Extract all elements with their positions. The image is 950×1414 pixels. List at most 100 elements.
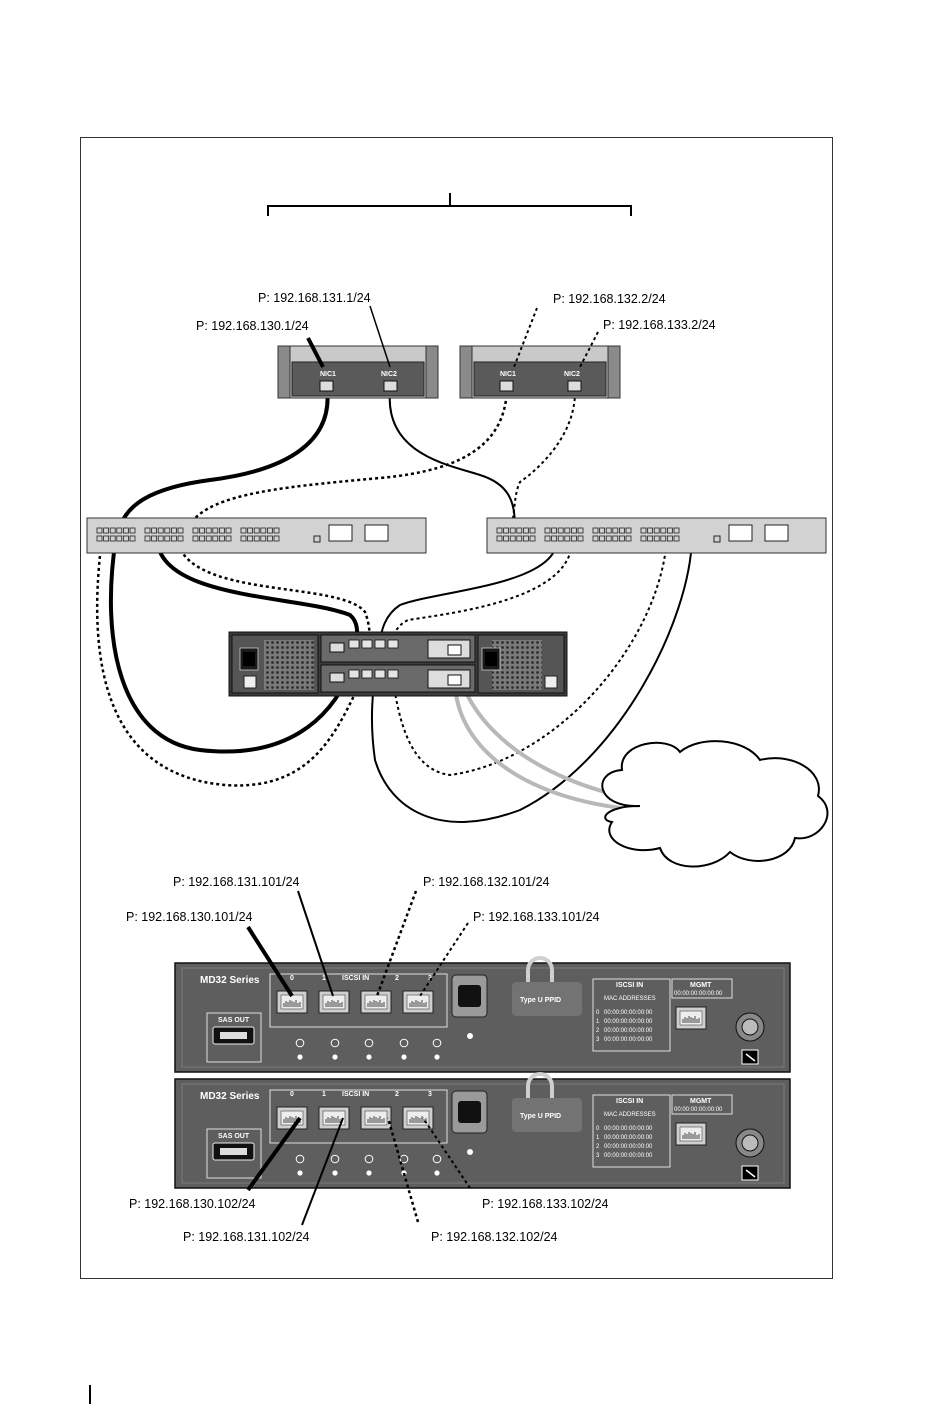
switch-port[interactable] [647, 527, 653, 534]
switch-port[interactable] [103, 535, 109, 542]
h1-nic1-port[interactable] [319, 380, 334, 392]
switch-port[interactable] [619, 527, 625, 534]
switch-port[interactable] [571, 527, 577, 534]
switch-port[interactable] [625, 527, 632, 534]
switch-port[interactable] [564, 535, 571, 542]
switch-port[interactable] [109, 527, 116, 534]
switch-port[interactable] [116, 527, 123, 534]
switch-port[interactable] [240, 535, 247, 542]
h2-nic2-port[interactable] [567, 380, 582, 392]
switch-port[interactable] [509, 527, 516, 534]
c2-mgmt-port[interactable] [675, 1122, 707, 1146]
switch-port[interactable] [144, 535, 151, 542]
switch-port[interactable] [529, 535, 536, 542]
switch-port[interactable] [212, 527, 219, 534]
switch-port[interactable] [599, 527, 605, 534]
switch-port[interactable] [192, 527, 199, 534]
switch-port[interactable] [640, 527, 647, 534]
switch-port[interactable] [266, 535, 273, 542]
switch-port[interactable] [516, 535, 523, 542]
switch-port[interactable] [592, 535, 599, 542]
switch-port[interactable] [164, 535, 171, 542]
switch-port[interactable] [247, 527, 254, 534]
switch-port[interactable] [551, 535, 557, 542]
switch-port[interactable] [660, 527, 667, 534]
array-iscsi-port[interactable] [374, 669, 386, 679]
switch-port[interactable] [577, 535, 584, 542]
switch-port[interactable] [612, 535, 619, 542]
switch-port[interactable] [619, 535, 625, 542]
switch-port[interactable] [260, 527, 267, 534]
switch-port[interactable] [647, 535, 653, 542]
switch-port[interactable] [503, 535, 510, 542]
array-iscsi-port[interactable] [361, 639, 373, 649]
array-iscsi-port[interactable] [348, 669, 360, 679]
switch-port[interactable] [496, 527, 503, 534]
switch-port[interactable] [129, 527, 136, 534]
switch-port[interactable] [503, 527, 510, 534]
h2-nic1-port[interactable] [499, 380, 514, 392]
switch-port[interactable] [260, 535, 267, 542]
switch-port[interactable] [599, 535, 605, 542]
switch-port[interactable] [273, 527, 280, 534]
switch-port[interactable] [273, 535, 280, 542]
switch-port[interactable] [551, 527, 557, 534]
switch-port[interactable] [205, 535, 212, 542]
switch-port[interactable] [592, 527, 599, 534]
switch-port[interactable] [151, 535, 158, 542]
switch-port[interactable] [253, 527, 260, 534]
switch-port[interactable] [660, 535, 667, 542]
switch-port[interactable] [673, 527, 680, 534]
switch-port[interactable] [212, 535, 219, 542]
switch-port[interactable] [218, 527, 225, 534]
switch-port[interactable] [170, 527, 177, 534]
switch-port[interactable] [557, 527, 564, 534]
switch-port[interactable] [571, 535, 577, 542]
switch-port[interactable] [544, 535, 551, 542]
switch-port[interactable] [667, 527, 673, 534]
switch-port[interactable] [564, 527, 571, 534]
c2-iscsi-port-2[interactable] [360, 1106, 392, 1130]
switch-port[interactable] [151, 527, 158, 534]
switch-port[interactable] [523, 527, 529, 534]
switch-port[interactable] [157, 527, 164, 534]
switch-port[interactable] [653, 535, 660, 542]
array-iscsi-port[interactable] [361, 669, 373, 679]
switch-port[interactable] [247, 535, 254, 542]
switch-port[interactable] [123, 535, 129, 542]
switch-port[interactable] [205, 527, 212, 534]
switch-2-ports[interactable] [496, 527, 680, 542]
switch-port[interactable] [225, 535, 232, 542]
array-iscsi-port[interactable] [374, 639, 386, 649]
array-iscsi-port[interactable] [387, 669, 399, 679]
switch-port[interactable] [612, 527, 619, 534]
switch-port[interactable] [177, 535, 184, 542]
switch-port[interactable] [509, 535, 516, 542]
switch-port[interactable] [225, 527, 232, 534]
switch-port[interactable] [496, 535, 503, 542]
switch-port[interactable] [96, 527, 103, 534]
switch-port[interactable] [516, 527, 523, 534]
switch-port[interactable] [129, 535, 136, 542]
switch-port[interactable] [199, 535, 206, 542]
switch-port[interactable] [605, 527, 612, 534]
switch-port[interactable] [116, 535, 123, 542]
switch-port[interactable] [253, 535, 260, 542]
switch-port[interactable] [625, 535, 632, 542]
switch-port[interactable] [557, 535, 564, 542]
switch-port[interactable] [653, 527, 660, 534]
switch-port[interactable] [123, 527, 129, 534]
switch-port[interactable] [266, 527, 273, 534]
switch-port[interactable] [544, 527, 551, 534]
switch-port[interactable] [157, 535, 164, 542]
c1-iscsi-port-3[interactable] [402, 990, 434, 1014]
switch-port[interactable] [667, 535, 673, 542]
switch-port[interactable] [523, 535, 529, 542]
switch-port[interactable] [218, 535, 225, 542]
switch-port[interactable] [177, 527, 184, 534]
switch-port[interactable] [577, 527, 584, 534]
switch-port[interactable] [144, 527, 151, 534]
switch-port[interactable] [170, 535, 177, 542]
switch-1-ports[interactable] [96, 527, 280, 542]
switch-port[interactable] [164, 527, 171, 534]
